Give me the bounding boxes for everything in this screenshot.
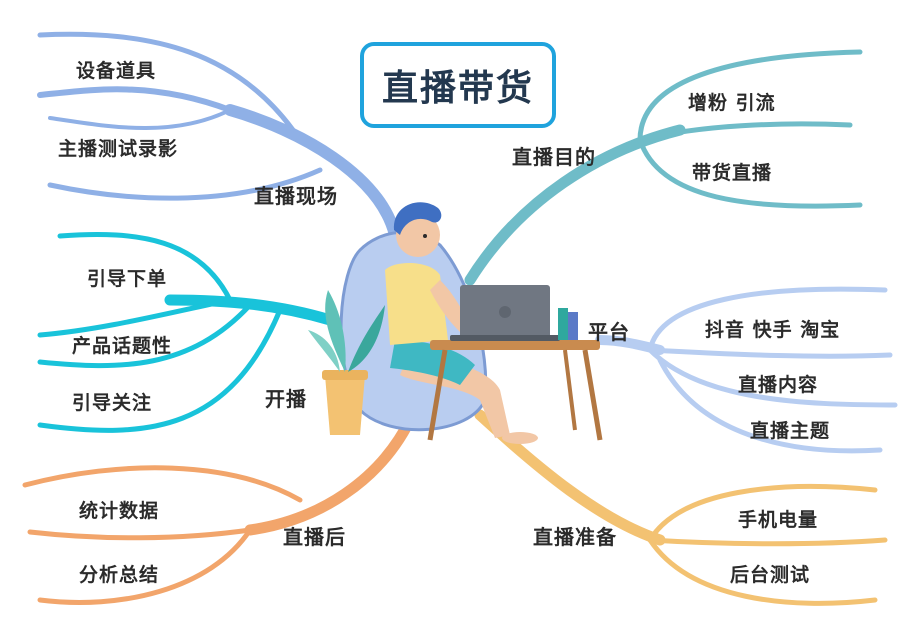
branch-label-platform: 平台 bbox=[588, 316, 630, 345]
platform-item-apps: 抖音 快手 淘宝 bbox=[705, 315, 840, 342]
scene-item-host-test: 主播测试录影 bbox=[58, 134, 178, 161]
purpose-item-fans: 增粉 引流 bbox=[688, 88, 776, 115]
purpose-item-sales: 带货直播 bbox=[692, 158, 772, 185]
person-with-laptop-illustration bbox=[300, 190, 620, 450]
platform-item-theme: 直播主题 bbox=[750, 416, 830, 443]
start-item-topic: 产品话题性 bbox=[72, 331, 172, 358]
branch-label-prepare: 直播准备 bbox=[533, 521, 617, 550]
branch-label-after: 直播后 bbox=[283, 521, 346, 550]
platform-item-content: 直播内容 bbox=[738, 370, 818, 397]
start-item-follow: 引导关注 bbox=[72, 388, 152, 415]
branch-label-scene: 直播现场 bbox=[254, 180, 338, 209]
branch-label-start: 开播 bbox=[265, 383, 307, 412]
prepare-item-backend: 后台测试 bbox=[730, 560, 810, 587]
prepare-item-battery: 手机电量 bbox=[738, 505, 818, 532]
after-item-stats: 统计数据 bbox=[79, 496, 159, 523]
after-item-summary: 分析总结 bbox=[79, 560, 159, 587]
scene-item-equipment: 设备道具 bbox=[76, 56, 156, 83]
title-box: 直播带货 bbox=[360, 42, 556, 128]
start-item-guide-order: 引导下单 bbox=[87, 264, 167, 291]
page-title: 直播带货 bbox=[382, 59, 534, 111]
branch-label-purpose: 直播目的 bbox=[512, 141, 596, 170]
